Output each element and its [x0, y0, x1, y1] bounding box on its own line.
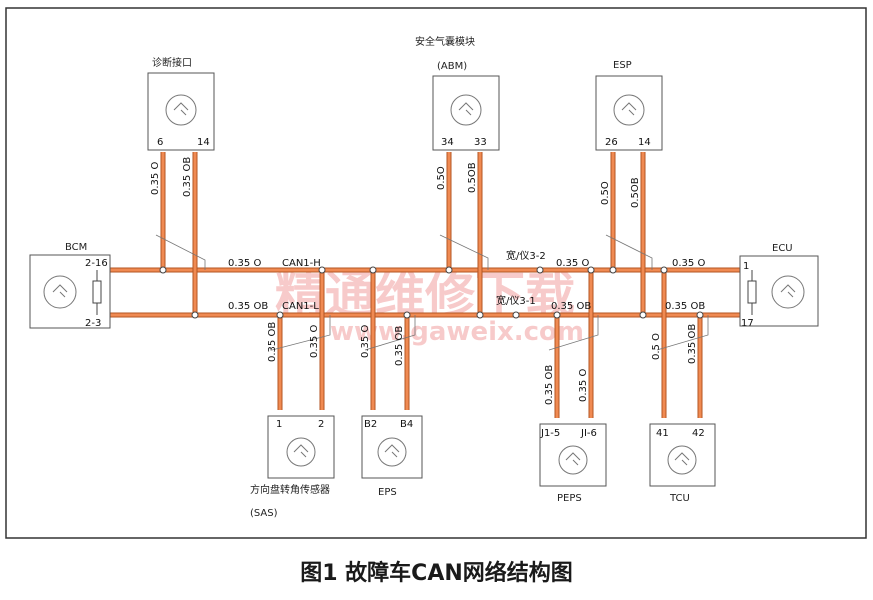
pin-peps-h: JI-6	[580, 428, 597, 439]
pin-peps-l: J1-5	[540, 428, 560, 439]
pin-tcu-h: 41	[656, 428, 669, 439]
wire-label-esp-l: 0.5OB	[630, 177, 641, 208]
wire-label-tcu-l: 0.35 OB	[687, 324, 698, 364]
wire-label-tcu-h: 0.5 O	[651, 333, 662, 360]
diagram-frame	[5, 7, 867, 539]
pin-sas-l: 1	[276, 419, 282, 430]
pin-esp-l: 14	[638, 137, 651, 148]
vertical-wire-labels: 0.35 O 0.35 OB 0.5O 0.5OB 0.5O 0.5OB 0.3…	[150, 157, 698, 405]
pin-abm-h: 34	[441, 137, 454, 148]
module-peps: PEPS J1-5 JI-6	[539, 423, 607, 504]
bus-h-mid-label: 0.35 O	[556, 258, 589, 269]
wire-label-sas-h: 0.35 O	[309, 325, 320, 358]
pin-ecu-l: 17	[741, 318, 754, 329]
module-ecu: ECU 1 17	[739, 243, 819, 329]
wire-drops	[160, 152, 703, 418]
module-sas: 方向盘转角传感器 (SAS) 1 2	[250, 415, 335, 519]
pin-bcm-h: 2-16	[85, 258, 108, 269]
module-esp: ESP 26 14	[595, 60, 663, 151]
pin-eps-l: B4	[400, 419, 413, 430]
bus-l-left-label: 0.35 OB	[228, 301, 268, 312]
label-ecu: ECU	[772, 243, 793, 254]
pin-sas-h: 2	[318, 419, 324, 430]
wire-label-diag-h: 0.35 O	[150, 162, 161, 195]
pin-bcm-l: 2-3	[85, 318, 101, 329]
bus-h-right-label: 0.35 O	[672, 258, 705, 269]
module-tcu: TCU 41 42	[649, 423, 716, 504]
connector-hint-lines	[155, 234, 709, 351]
pin-esp-h: 26	[605, 137, 618, 148]
connector-h-label: 宽/仪3-2	[506, 249, 546, 262]
label-abm: 安全气囊模块	[415, 35, 475, 48]
wire-label-abm-h: 0.5O	[436, 166, 447, 190]
wire-label-eps-h: 0.35 O	[360, 325, 371, 358]
pin-eps-h: B2	[364, 419, 377, 430]
module-eps: EPS B2 B4	[361, 415, 423, 498]
can-h-net-label: CAN1-H	[282, 258, 321, 269]
pin-tcu-l: 42	[692, 428, 705, 439]
figure-caption: 图1 故障车CAN网络结构图	[300, 561, 573, 586]
wire-label-peps-h: 0.35 O	[578, 369, 589, 402]
pin-ecu-h: 1	[743, 261, 749, 272]
pin-diag-h: 6	[157, 137, 163, 148]
module-abm: 安全气囊模块 (ABM) 34 33	[415, 35, 500, 151]
bus-l-right-label: 0.35 OB	[665, 301, 705, 312]
label-tcu: TCU	[669, 493, 690, 504]
wire-label-diag-l: 0.35 OB	[182, 157, 193, 197]
bus-l-mid-label: 0.35 OB	[551, 301, 591, 312]
bus-h-left-label: 0.35 O	[228, 258, 261, 269]
label-peps: PEPS	[557, 493, 582, 504]
module-bcm: BCM 2-16 2-3	[29, 242, 111, 329]
label-esp: ESP	[613, 60, 632, 71]
wire-label-esp-h: 0.5O	[600, 181, 611, 205]
junction-dots	[159, 266, 704, 319]
label-sas-sub: (SAS)	[250, 508, 278, 519]
pin-diag-l: 14	[197, 137, 210, 148]
can-network-diagram: 精通维修下载 www.gaweix.com	[5, 7, 867, 539]
label-eps: EPS	[378, 487, 397, 498]
label-abm-sub: (ABM)	[437, 61, 467, 72]
label-bcm: BCM	[65, 242, 87, 253]
bus-labels: 0.35 O 0.35 OB 0.35 O 0.35 OB 0.35 O 0.3…	[228, 249, 705, 312]
label-sas: 方向盘转角传感器	[250, 483, 330, 496]
wire-label-abm-l: 0.5OB	[467, 162, 478, 193]
wire-label-eps-l: 0.35 OB	[394, 326, 405, 366]
can-l-net-label: CAN1-L	[282, 301, 319, 312]
wire-label-sas-l: 0.35 OB	[267, 322, 278, 362]
connector-l-label: 宽/仪3-1	[496, 294, 536, 307]
pin-abm-l: 33	[474, 137, 487, 148]
wire-label-peps-l: 0.35 OB	[544, 365, 555, 405]
module-diagnostic-port: 诊断接口 6 14	[147, 56, 215, 151]
label-diag: 诊断接口	[152, 56, 192, 69]
